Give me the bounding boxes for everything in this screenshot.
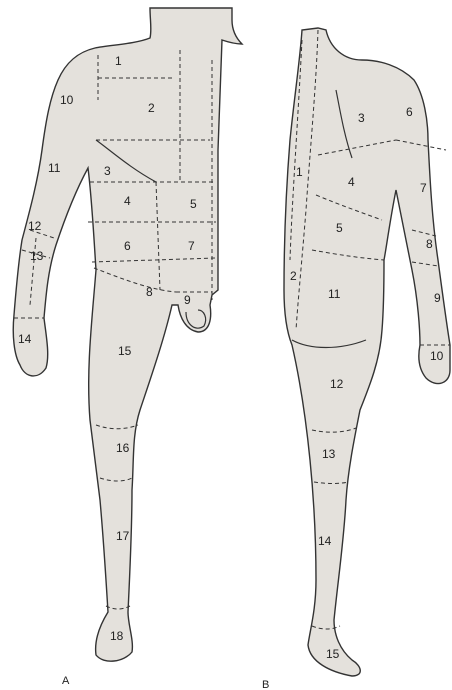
front-label-6: 6 bbox=[124, 239, 131, 253]
back-label-8: 8 bbox=[426, 237, 433, 251]
front-body-outline bbox=[13, 8, 242, 661]
back-figure: 1 2 3 4 5 6 7 8 9 10 11 12 13 14 15 B bbox=[262, 28, 450, 690]
back-label-11: 11 bbox=[328, 287, 341, 301]
back-label-12: 12 bbox=[330, 377, 344, 391]
front-caption: A bbox=[62, 675, 70, 687]
front-label-7: 7 bbox=[188, 239, 195, 253]
back-label-9: 9 bbox=[434, 291, 441, 305]
back-label-3: 3 bbox=[358, 111, 365, 125]
back-label-7: 7 bbox=[420, 181, 427, 195]
back-label-5: 5 bbox=[336, 221, 343, 235]
back-label-13: 13 bbox=[322, 447, 336, 461]
front-label-13: 13 bbox=[30, 249, 44, 263]
front-label-17: 17 bbox=[116, 529, 130, 543]
front-label-12: 12 bbox=[28, 219, 42, 233]
back-label-10: 10 bbox=[430, 349, 444, 363]
back-label-1: 1 bbox=[296, 165, 303, 179]
front-label-5: 5 bbox=[190, 197, 197, 211]
front-label-10: 10 bbox=[60, 93, 74, 107]
front-label-11: 11 bbox=[48, 161, 61, 175]
front-label-9: 9 bbox=[184, 293, 191, 307]
front-label-14: 14 bbox=[18, 332, 32, 346]
front-label-4: 4 bbox=[124, 194, 131, 208]
front-label-8: 8 bbox=[146, 285, 153, 299]
front-label-2: 2 bbox=[148, 101, 155, 115]
front-label-18: 18 bbox=[110, 629, 124, 643]
back-label-6: 6 bbox=[406, 105, 413, 119]
front-label-1: 1 bbox=[115, 54, 122, 68]
front-label-16: 16 bbox=[116, 441, 130, 455]
back-label-2: 2 bbox=[290, 269, 297, 283]
front-label-3: 3 bbox=[104, 164, 111, 178]
back-label-4: 4 bbox=[348, 175, 355, 189]
front-figure: 1 2 3 4 5 6 7 8 9 10 11 12 13 14 15 16 1… bbox=[13, 8, 242, 687]
front-label-15: 15 bbox=[118, 344, 132, 358]
back-body-outline bbox=[284, 28, 450, 676]
back-caption: B bbox=[262, 679, 269, 690]
back-label-15: 15 bbox=[326, 647, 340, 661]
back-label-14: 14 bbox=[318, 534, 332, 548]
